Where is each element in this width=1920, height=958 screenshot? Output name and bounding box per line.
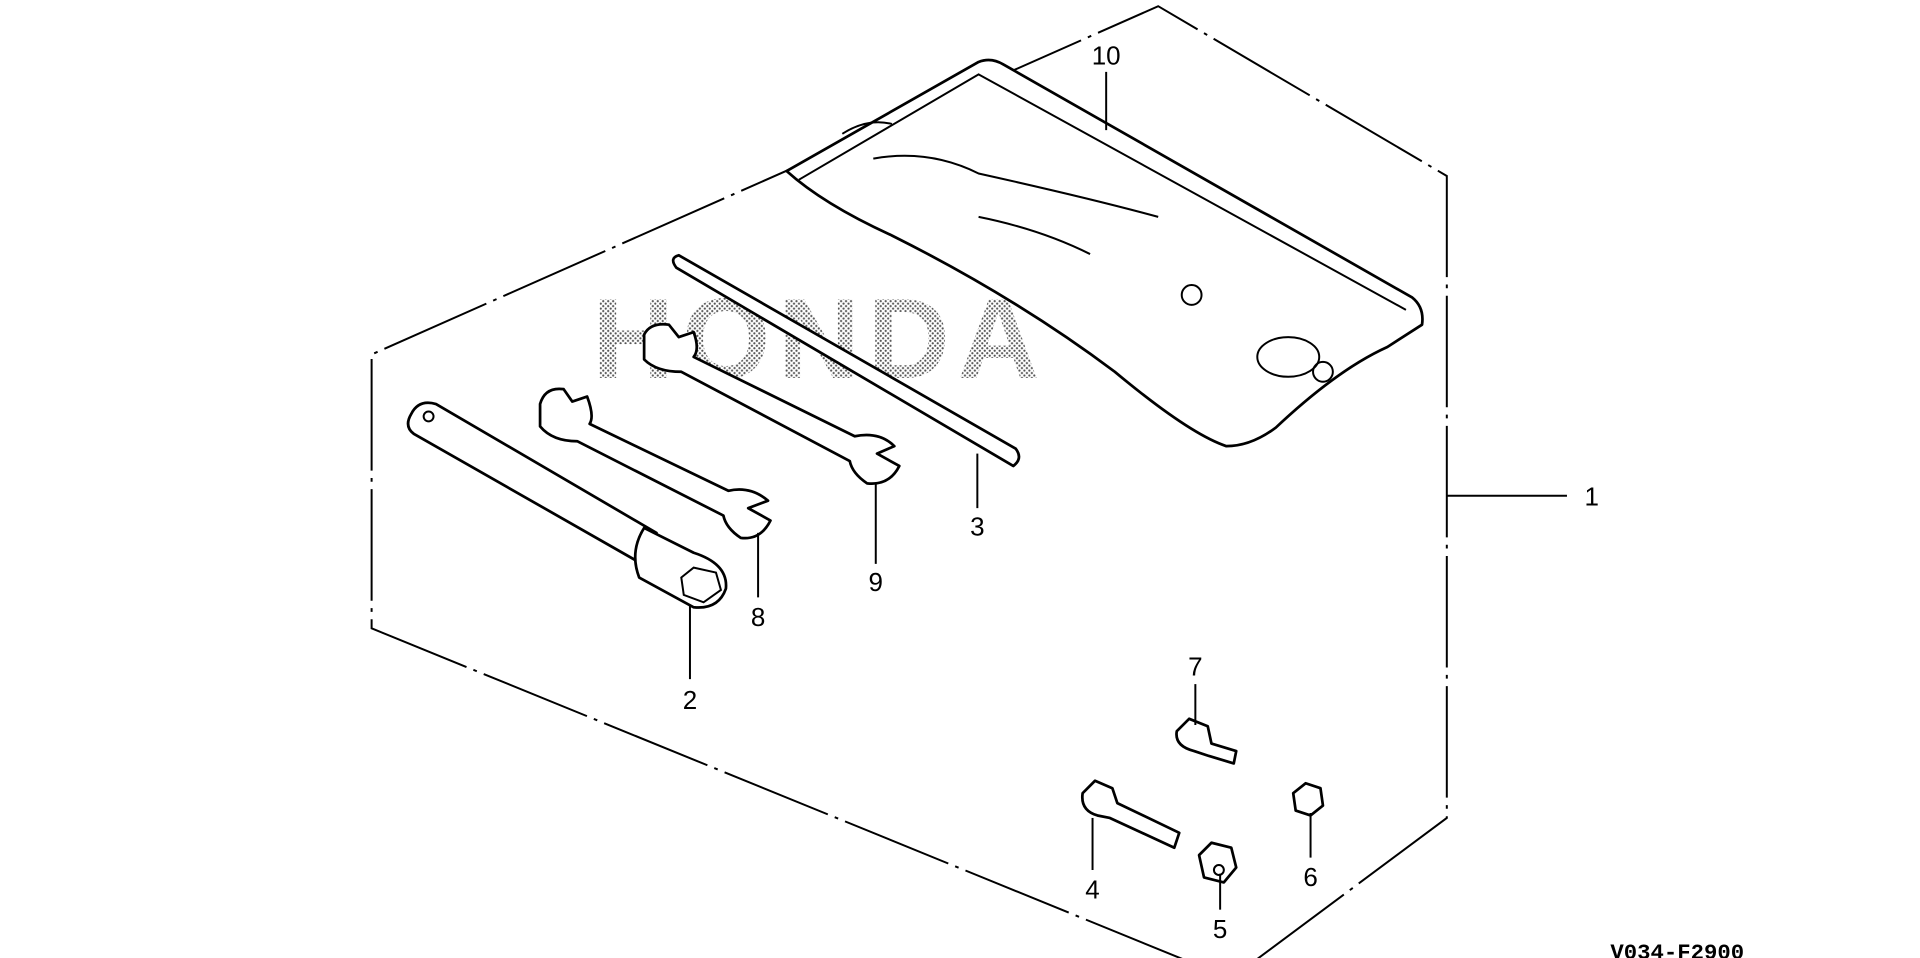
callout-8: 8 [751, 602, 765, 632]
wrench-9 [642, 322, 901, 485]
bolt-7 [1175, 717, 1238, 765]
bolt-4 [1080, 779, 1181, 850]
callout-6: 6 [1303, 862, 1317, 892]
tool-bag [785, 58, 1424, 448]
drawing-code: V034-F2900 [1610, 940, 1744, 958]
nut-5 [1197, 841, 1238, 884]
callout-10: 10 [1092, 40, 1121, 70]
leader-lines [688, 71, 1567, 910]
kit-outline [370, 5, 1448, 958]
plug-wrench [406, 401, 728, 609]
nut-6 [1291, 781, 1325, 817]
callout-3: 3 [970, 511, 984, 541]
callout-1: 1 [1585, 482, 1599, 512]
callout-2: 2 [683, 685, 697, 715]
callout-7: 7 [1188, 651, 1202, 681]
wrench-8 [538, 387, 772, 540]
callout-5: 5 [1213, 914, 1227, 944]
bar [671, 253, 1021, 468]
callout-4: 4 [1085, 875, 1099, 905]
callout-9: 9 [869, 567, 883, 597]
